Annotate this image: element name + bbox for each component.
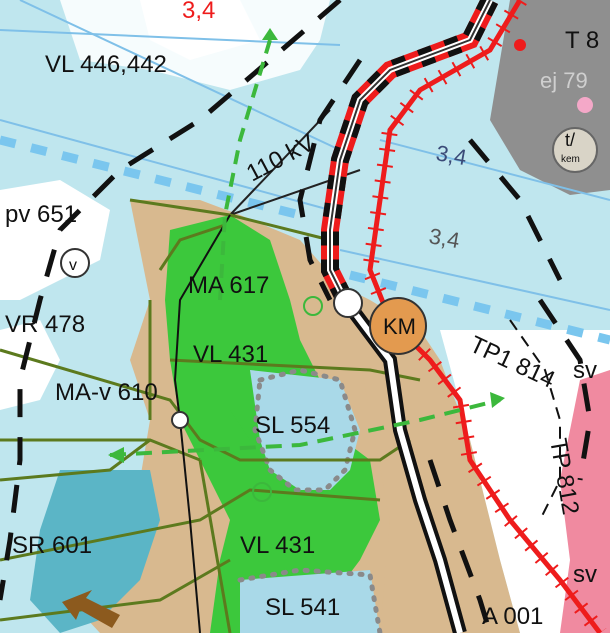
label-v-symbol: v: [69, 257, 77, 274]
label-ma-617: MA 617: [188, 272, 269, 299]
blue-line-4: [339, 249, 610, 311]
label-t-8: T 8: [565, 27, 599, 54]
label-vl-431-upper: VL 431: [193, 341, 268, 368]
label-ma-v-610: MA-v 610: [55, 379, 158, 406]
green-arrow-east: [490, 392, 505, 408]
blue-dashed-band: [0, 135, 302, 220]
label-sr-601: SR 601: [12, 532, 92, 559]
pink-dot: [577, 97, 593, 113]
label-sv-upper: sv: [573, 357, 597, 384]
blue-line-1: [0, 119, 331, 211]
white-area-top-2: [140, 0, 260, 60]
km-symbol-circle[interactable]: [369, 297, 427, 355]
thin-boundary-arc: [509, 319, 561, 521]
green-arrow-north: [262, 28, 278, 40]
sl-554-boundary: [252, 367, 358, 493]
blue-line-5: [379, 139, 610, 201]
white-area-left: [0, 180, 110, 300]
local-road: [173, 214, 231, 633]
municipal-boundary: [0, 0, 593, 633]
white-area-left-2: [0, 320, 60, 410]
blue-dashed-band-2: [348, 270, 610, 345]
green-arrow-west: [108, 447, 124, 463]
white-point-circle: [171, 411, 189, 429]
label-km: KM: [383, 314, 416, 339]
blue-line-2: [0, 29, 341, 46]
label-pv-651: pv 651: [5, 201, 77, 228]
green-circle-1: [303, 296, 323, 316]
label-a-001: A 001: [482, 603, 543, 630]
sl-541-zone: [240, 570, 380, 633]
label-3-4-mid: 3,4: [434, 140, 468, 170]
label-sl-541: SL 541: [265, 594, 340, 621]
main-road-centre-line: [329, 0, 491, 301]
power-line: [229, 109, 331, 216]
pink-zone: [560, 370, 610, 633]
label-ej-79: ej 79: [540, 68, 588, 93]
t-kem-symbol: [552, 127, 598, 173]
label-vr-478: VR 478: [5, 311, 85, 338]
label-vl-446-442: VL 446,442: [45, 51, 167, 78]
label-vl-431-lower: VL 431: [240, 532, 315, 559]
v-symbol-circle: [60, 248, 90, 278]
label-sv-lower: sv: [573, 561, 597, 588]
label-sl-554: SL 554: [255, 412, 330, 439]
green-circle-2: [252, 482, 272, 502]
label-3-4-low: 3,4: [427, 223, 461, 253]
red-dot: [514, 39, 526, 51]
label-t-kem-top: t/: [565, 130, 575, 150]
sr-601-zone: [30, 470, 160, 633]
blue-line-3: [19, 0, 341, 151]
label-3-4-top: 3,4: [182, 0, 215, 24]
label-t-kem-bottom: kem: [561, 154, 580, 165]
green-route-north: [218, 39, 272, 301]
white-junction-circle: [333, 288, 363, 318]
brown-arrow: [62, 590, 120, 628]
